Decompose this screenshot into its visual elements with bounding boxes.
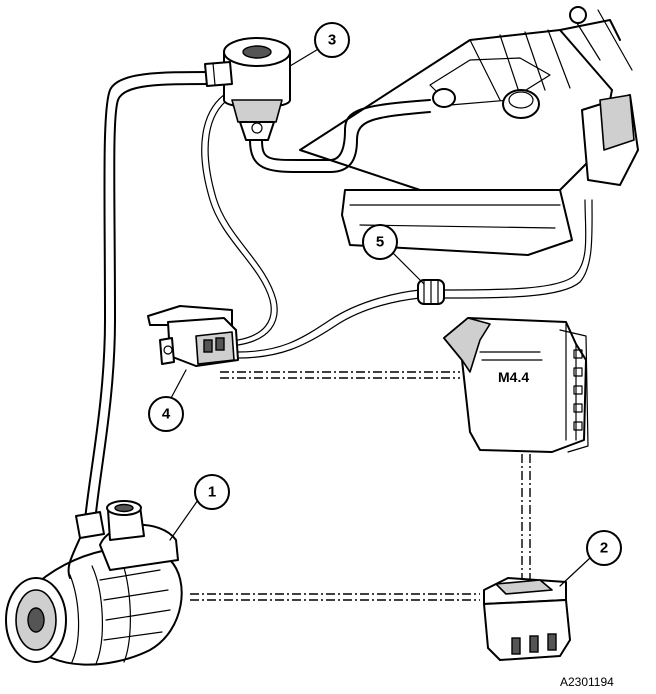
callout-3: 3 [314,22,350,58]
ecu-connector-pins [573,349,583,431]
callout-1-label: 1 [208,484,216,501]
callout-4-label: 4 [162,406,171,423]
callout-3-label: 3 [328,32,336,49]
air-pump-relay [483,577,571,661]
figure-id: A2301194 [560,675,614,689]
callout-5: 5 [362,224,398,260]
engine-control-module: M4.4 [443,317,589,453]
secondary-air-pump [5,500,183,666]
air-check-valve [204,37,291,141]
callout-1: 1 [194,474,230,510]
callout-5-label: 5 [376,234,384,251]
callout-leaders [169,47,591,587]
engine-cylinder-head [299,6,639,256]
air-hoses [84,71,593,523]
hose-connector-fitting [417,279,445,305]
callout-2: 2 [586,530,622,566]
callout-4: 4 [148,396,184,432]
solenoid-valve [147,305,239,367]
callout-2-label: 2 [600,540,608,557]
ecu-label: M4.4 [498,369,529,385]
signal-lines [190,371,531,601]
